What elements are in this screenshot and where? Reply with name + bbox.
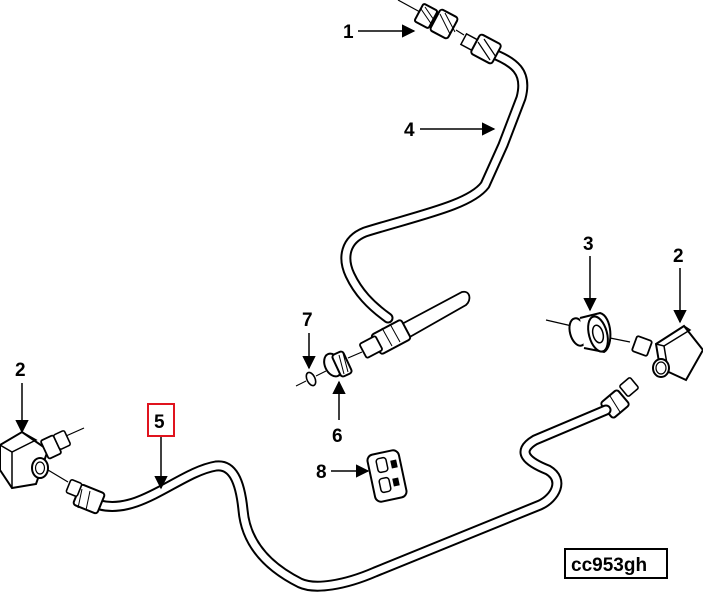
callout-2-right: 2 <box>673 246 687 324</box>
callout-3: 3 <box>583 234 597 312</box>
tube-4-upper-nut <box>459 32 502 65</box>
svg-text:4: 4 <box>404 120 415 141</box>
tube-part-4[interactable] <box>340 46 529 324</box>
elbow-part-2-right[interactable] <box>631 324 703 382</box>
svg-text:2: 2 <box>673 246 684 267</box>
svg-text:6: 6 <box>332 426 343 447</box>
clamp-part-8[interactable] <box>366 449 408 503</box>
svg-text:5: 5 <box>154 412 165 433</box>
connector-part-1[interactable] <box>397 0 465 40</box>
callout-5-highlighted[interactable]: 5 <box>147 403 175 490</box>
elbow-part-2-left[interactable] <box>0 427 85 490</box>
callout-7: 7 <box>302 310 316 370</box>
fitting-part-6[interactable] <box>321 350 363 380</box>
callout-6: 6 <box>332 380 346 447</box>
callout-4: 4 <box>404 120 496 141</box>
svg-text:2: 2 <box>15 360 26 381</box>
callout-2-left: 2 <box>15 360 29 434</box>
svg-text:1: 1 <box>343 22 354 43</box>
tube-5-right-fitting <box>600 377 639 419</box>
svg-text:8: 8 <box>316 462 327 483</box>
reference-code-box: cc953gh <box>564 548 668 579</box>
callout-1: 1 <box>343 22 416 43</box>
adapter-part-3[interactable] <box>545 311 631 354</box>
callout-8: 8 <box>316 462 370 483</box>
svg-text:cc953gh: cc953gh <box>571 555 647 576</box>
tube-5-left-fitting <box>47 469 106 515</box>
tube-4-lower-fitting <box>359 290 471 359</box>
o-ring-part-7[interactable] <box>295 370 327 387</box>
svg-text:3: 3 <box>583 234 594 255</box>
tube-part-5[interactable] <box>94 404 612 592</box>
svg-text:7: 7 <box>302 310 313 331</box>
